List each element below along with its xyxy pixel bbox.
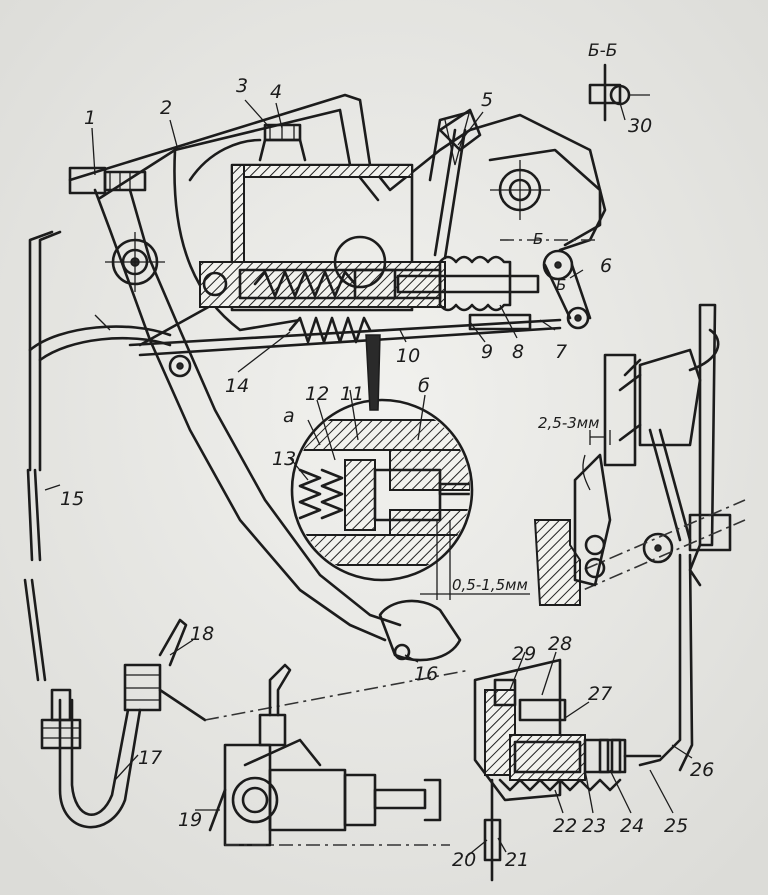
callout-1: 1 bbox=[84, 107, 96, 129]
callout-14: 14 bbox=[225, 375, 249, 397]
upper-pivot-bolt bbox=[488, 148, 602, 247]
callout-7: 7 bbox=[555, 341, 567, 363]
pedal-axle-nut bbox=[105, 232, 165, 292]
slave-pedal-assembly bbox=[559, 303, 746, 772]
lever-6 bbox=[500, 239, 600, 330]
return-spring-14 bbox=[128, 313, 562, 357]
callout-27: 27 bbox=[588, 683, 612, 705]
pedal-bracket bbox=[68, 93, 607, 332]
pedal-gap-dimension bbox=[589, 430, 611, 445]
flexible-hose-17 bbox=[40, 618, 471, 829]
callout-11: 11 bbox=[340, 383, 364, 405]
callout-leaders bbox=[44, 99, 693, 858]
section-title-b-b: Б-Б bbox=[588, 41, 617, 61]
callout-21: 21 bbox=[505, 849, 529, 871]
bolt-1 bbox=[68, 166, 147, 195]
pedal-stop-bracket bbox=[533, 453, 612, 606]
callout-26: 26 bbox=[690, 759, 714, 781]
callout-28: 28 bbox=[548, 633, 572, 655]
dimension-piston-gap: 0,5-1,5мм bbox=[452, 576, 528, 594]
callout-22: 22 bbox=[553, 815, 577, 837]
lower-cylinder-19 bbox=[208, 663, 450, 847]
callout-5: 5 bbox=[481, 89, 493, 111]
callout-25: 25 bbox=[664, 815, 688, 837]
section-mark-b-bottom: Б bbox=[556, 276, 566, 294]
master-cylinder bbox=[199, 123, 540, 312]
callout-8: 8 bbox=[512, 341, 524, 363]
slave-cylinder bbox=[473, 658, 662, 882]
callout-23: 23 bbox=[582, 815, 606, 837]
callout-20: 20 bbox=[452, 849, 476, 871]
callout-12: 12 bbox=[305, 383, 329, 405]
detail-view-circle bbox=[290, 334, 474, 582]
rubber-boot-8 bbox=[438, 255, 512, 312]
callout-10: 10 bbox=[396, 345, 420, 367]
detail-letter-b: б bbox=[418, 375, 430, 397]
callout-17: 17 bbox=[138, 747, 162, 769]
callout-labels: 1 2 3 4 5 6 7 8 9 10 11 12 13 14 15 16 1… bbox=[60, 41, 714, 871]
callout-9: 9 bbox=[481, 341, 493, 363]
callout-4: 4 bbox=[270, 81, 282, 103]
detail-letter-a: а bbox=[283, 405, 295, 427]
callout-16: 16 bbox=[414, 663, 438, 685]
callout-30: 30 bbox=[628, 115, 652, 137]
section-mark-b-top: Б bbox=[533, 230, 543, 248]
pushrod-5 bbox=[433, 108, 482, 260]
callout-3: 3 bbox=[236, 75, 248, 97]
callout-13: 13 bbox=[272, 448, 296, 470]
bracket-bolt-lower bbox=[168, 354, 192, 378]
hose-15 bbox=[23, 230, 172, 682]
piston-gap-dimension bbox=[420, 520, 530, 600]
callout-19: 19 bbox=[178, 809, 202, 831]
callout-6: 6 bbox=[600, 255, 612, 277]
callout-24: 24 bbox=[620, 815, 644, 837]
callout-15: 15 bbox=[60, 488, 84, 510]
dimension-pedal-gap: 2,5-3мм bbox=[538, 414, 599, 432]
callout-18: 18 bbox=[190, 623, 214, 645]
callout-29: 29 bbox=[512, 643, 536, 665]
callout-2: 2 bbox=[160, 97, 172, 119]
